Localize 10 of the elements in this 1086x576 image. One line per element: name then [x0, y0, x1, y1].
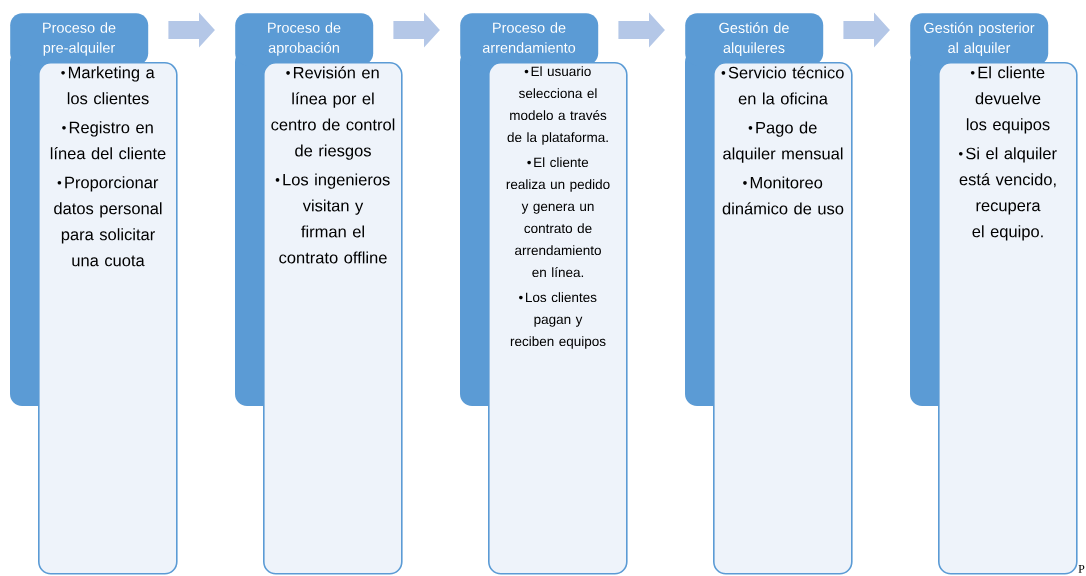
stage-header: Gestión de alquileres [685, 13, 824, 66]
stage-header: Proceso de pre-alquiler [10, 13, 149, 66]
step-list-card: Servicio técnico en la oficina Pago de alquiler mensual Monitoreo dinámico de uso [713, 62, 853, 575]
stage-header: Proceso de aprobación [235, 13, 374, 66]
step-list-card: Revisión en línea por el centro de control de riesgos Los ingenieros visitan y firman el contrato offline [263, 62, 403, 575]
step-list-card: Marketing a los clientes Registro en línea del cliente Proporcionar datos personal para solicitar una cuota [38, 62, 178, 575]
step-list-card: El cliente devuelve los equipos Si el alquiler está vencido, recupera el equipo. [938, 62, 1078, 575]
stage-header: Gestión posterior al alquiler [910, 13, 1049, 66]
stage-header: Proceso de arrendamiento [460, 13, 599, 66]
step-list-card: El usuario selecciona el modelo a través de la plataforma. El cliente realiza un pedido y genera un contrato de arrendamiento en línea. Los clientes pagan y reciben equipos [488, 62, 628, 575]
